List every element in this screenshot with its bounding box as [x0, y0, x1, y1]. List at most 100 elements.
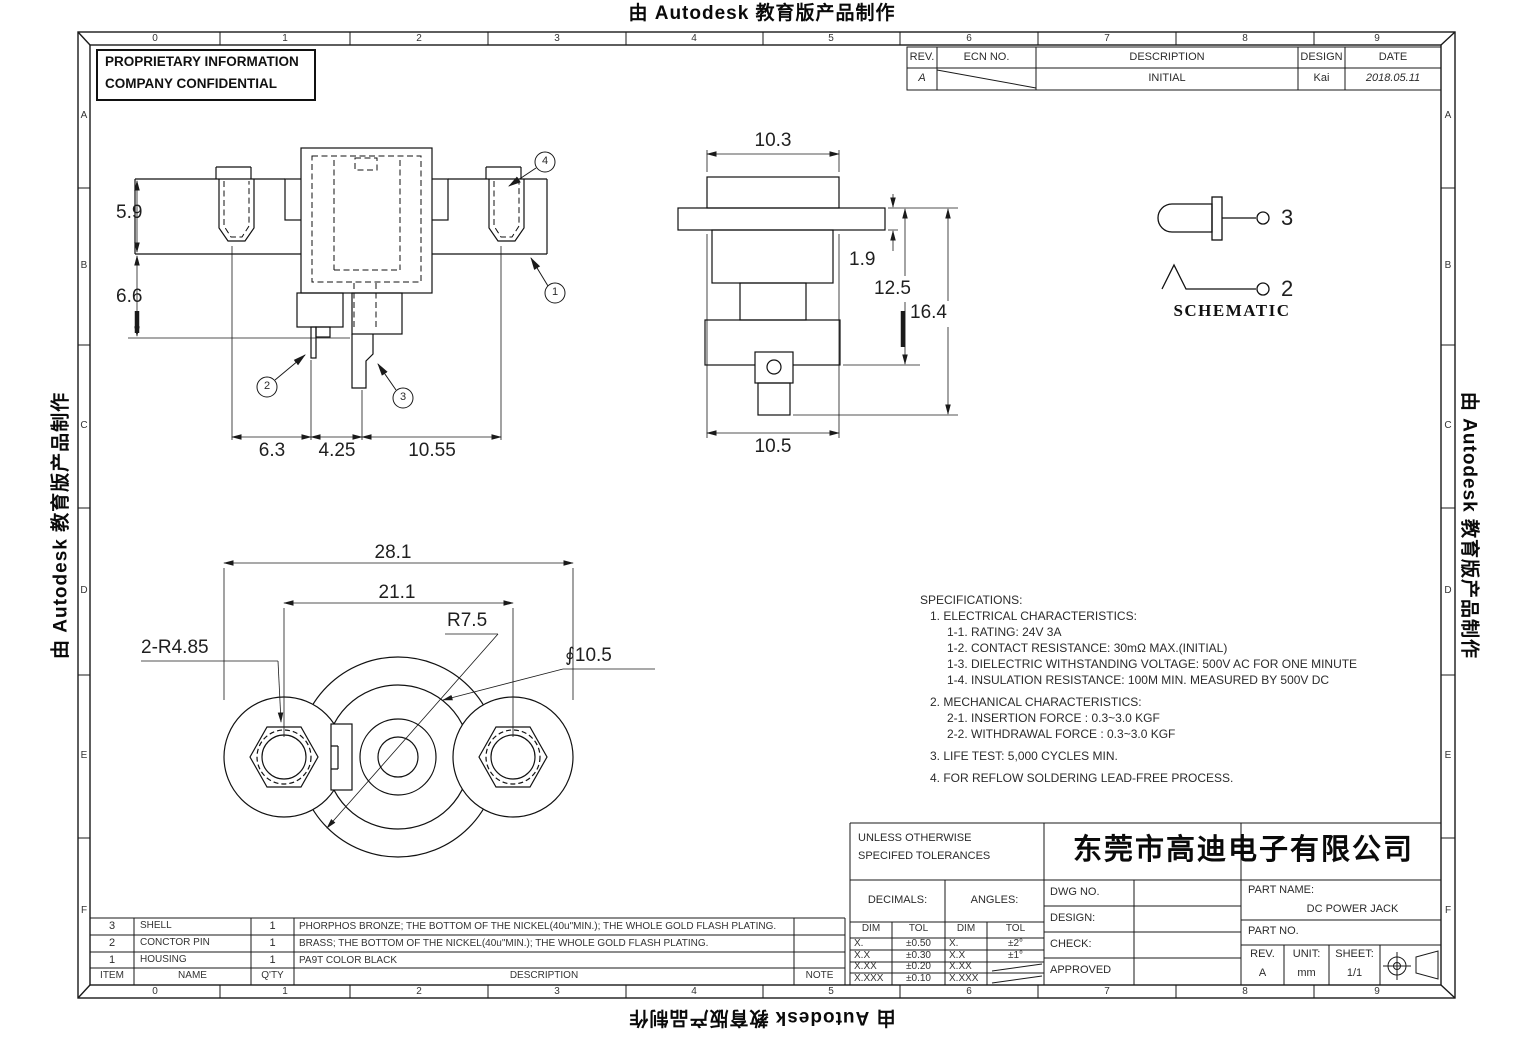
tol-dim: X.XX — [854, 961, 877, 972]
ruler-col: 2 — [416, 986, 422, 997]
spec-line: 1. ELECTRICAL CHARACTERISTICS: — [930, 609, 1137, 623]
bom-header-description: DESCRIPTION — [509, 970, 579, 981]
ruler-col: 4 — [691, 986, 697, 997]
dim-bottom-pitch: 21.1 — [378, 582, 416, 603]
tol-header: TOL — [1005, 923, 1026, 934]
date-value: 2018.05.11 — [1365, 72, 1421, 84]
dim-bottom-diameter: ∮10.5 — [565, 645, 612, 666]
ruler-col: 5 — [828, 986, 834, 997]
spec-line: 2-2. WITHDRAWAL FORCE : 0.3~3.0 KGF — [947, 727, 1176, 741]
dim-front-lower-height: 6.6 — [116, 286, 143, 307]
bom-item: 2 — [108, 937, 116, 949]
tol-value: ±2° — [1007, 938, 1024, 949]
bom-name: HOUSING — [140, 954, 187, 965]
bottom-view-drawing — [223, 656, 574, 858]
bom-qty: 1 — [269, 937, 276, 949]
unit-value: mm — [1297, 967, 1316, 979]
spec-line: 2-1. INSERTION FORCE : 0.3~3.0 KGF — [947, 711, 1160, 725]
dim-bottom-hex: 2-R4.85 — [141, 637, 209, 658]
front-view-drawing — [134, 147, 548, 389]
ruler-row: C — [1444, 420, 1452, 431]
description-value: INITIAL — [1148, 72, 1186, 84]
side-view-dimensions — [706, 150, 958, 438]
tol-value: ±0.50 — [906, 938, 931, 949]
ruler-row: F — [80, 905, 88, 916]
part-name-label: PART NAME: — [1248, 884, 1315, 896]
bom-description: BRASS; THE BOTTOM OF THE NICKEL(40u"MIN.… — [299, 938, 709, 949]
banner-left: 由 Autodesk 教育版产品制作 — [50, 391, 72, 660]
ruler-col: 5 — [828, 33, 834, 44]
schematic-symbol — [1157, 196, 1270, 296]
bom-item: 3 — [108, 920, 116, 932]
bottom-view-dimensions — [141, 560, 655, 829]
bom-description: PA9T COLOR BLACK — [299, 955, 397, 966]
tol-header: TOL — [908, 923, 929, 934]
tol-value: ±0.20 — [906, 961, 931, 972]
part-name-value: DC POWER JACK — [1306, 903, 1399, 915]
dim-side-flange: 1.9 — [849, 249, 876, 270]
ruler-col: 3 — [554, 33, 560, 44]
tol-dim: X. — [949, 938, 959, 949]
design-header: DESIGN — [1300, 51, 1343, 63]
tol-dim: X.XXX — [949, 973, 979, 984]
revision-table-grid — [906, 46, 1442, 91]
bom-name: CONCTOR PIN — [140, 937, 210, 948]
balloon-4: 4 — [541, 155, 549, 167]
dim-front-pin-left: 6.3 — [258, 440, 286, 461]
banner-top: 由 Autodesk 教育版产品制作 — [628, 3, 896, 24]
schematic-pin-2: 2 — [1281, 276, 1294, 301]
proprietary-line1: PROPRIETARY INFORMATION — [105, 54, 299, 69]
tolerance-note-line1: UNLESS OTHERWISE — [858, 832, 972, 844]
dim-header: DIM — [861, 923, 881, 934]
balloon-3: 3 — [399, 391, 407, 403]
bom-name: SHELL — [140, 920, 172, 931]
check-label: CHECK: — [1050, 938, 1092, 950]
company-name: 东莞市高迪电子有限公司 — [1072, 834, 1414, 866]
ecn-header: ECN NO. — [963, 51, 1010, 63]
ruler-row: B — [1444, 260, 1452, 271]
bom-header-name: NAME — [178, 970, 207, 981]
ruler-col: 7 — [1104, 986, 1110, 997]
unit-label: UNIT: — [1292, 948, 1321, 960]
bom-table-grid — [90, 917, 846, 985]
ruler-col: 2 — [416, 33, 422, 44]
ruler-row: A — [80, 110, 88, 121]
dim-header: DIM — [956, 923, 976, 934]
spec-line: 1-1. RATING: 24V 3A — [947, 625, 1062, 639]
rev-label: REV. — [1250, 948, 1275, 960]
sheet-label: SHEET: — [1335, 948, 1374, 960]
banner-right: 由 Autodesk 教育版产品制作 — [1458, 391, 1480, 660]
ruler-row: F — [1444, 905, 1452, 916]
ruler-col: 1 — [282, 986, 288, 997]
tolerance-note-line2: SPECIFED TOLERANCES — [858, 850, 991, 862]
ruler-row: E — [80, 750, 88, 761]
date-header: DATE — [1378, 51, 1408, 63]
ruler-col: 0 — [152, 986, 158, 997]
schematic-label: SCHEMATIC — [1173, 301, 1291, 320]
dim-bottom-radius: R7.5 — [447, 610, 488, 631]
ruler-col: 9 — [1374, 33, 1380, 44]
tol-dim: X.XXX — [854, 973, 884, 984]
ruler-row: B — [80, 260, 88, 271]
tol-value: ±0.10 — [906, 973, 931, 984]
angles-label: ANGLES: — [970, 894, 1019, 906]
dim-front-upper-height: 5.9 — [116, 202, 143, 223]
spec-line: 1-4. INSULATION RESISTANCE: 100M MIN. ME… — [947, 673, 1330, 687]
spec-line: 4. FOR REFLOW SOLDERING LEAD-FREE PROCES… — [930, 771, 1234, 785]
proprietary-box-border — [96, 49, 316, 101]
dim-side-top-width: 10.3 — [754, 130, 792, 151]
ruler-col: 9 — [1374, 986, 1380, 997]
ruler-row: D — [80, 585, 88, 596]
bom-description: PHORPHOS BRONZE; THE BOTTOM OF THE NICKE… — [299, 921, 777, 932]
bom-qty: 1 — [269, 920, 276, 932]
design-value: Kai — [1313, 72, 1330, 84]
description-header: DESCRIPTION — [1129, 51, 1205, 63]
rev-value: A — [918, 72, 926, 84]
spec-line: 1-3. DIELECTRIC WITHSTANDING VOLTAGE: 50… — [947, 657, 1358, 671]
tol-dim: X. — [854, 938, 864, 949]
ruler-row: A — [1444, 110, 1452, 121]
tol-dim: X.X — [854, 950, 871, 961]
bom-item: 1 — [108, 954, 116, 966]
